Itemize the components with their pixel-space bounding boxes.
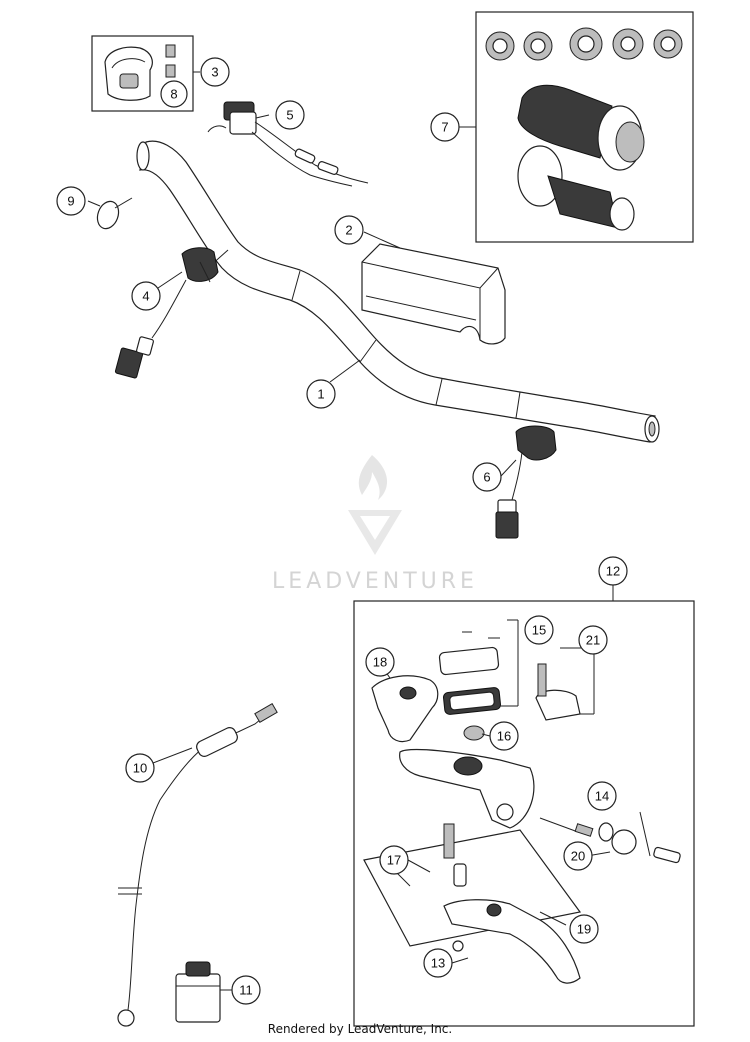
callout-10: 10	[125, 753, 155, 783]
part-13-brake-lever	[443, 899, 581, 984]
callout-8: 8	[160, 80, 188, 108]
part-7-grips-group	[475, 11, 694, 243]
cam-rings	[485, 27, 683, 61]
part-9-cable-tie	[96, 197, 133, 230]
svg-text:19: 19	[577, 922, 591, 937]
svg-text:12: 12	[606, 564, 620, 579]
part-4-left-switch	[114, 247, 219, 379]
svg-text:2: 2	[345, 223, 352, 238]
svg-text:13: 13	[431, 956, 445, 971]
svg-text:20: 20	[571, 849, 585, 864]
svg-text:11: 11	[239, 983, 253, 998]
callout-13: 13	[423, 948, 453, 978]
part-2-bar-pad	[361, 243, 506, 345]
footer-text: Rendered by LeadVenture, Inc.	[267, 1022, 453, 1036]
callout-18: 18	[365, 647, 395, 677]
part-6-right-switch	[495, 425, 557, 539]
clutch-grip	[517, 145, 635, 231]
part-5-throttle-cables	[207, 101, 369, 187]
callout-9: 9	[56, 186, 86, 216]
callout-21: 21	[578, 625, 608, 655]
svg-text:8: 8	[170, 87, 177, 102]
part-14-spring-pushrod	[539, 811, 651, 857]
callout-1: 1	[306, 379, 336, 409]
part-3-throttle-housing-group	[91, 35, 200, 112]
svg-text:14: 14	[595, 789, 609, 804]
callout-12: 12	[598, 556, 628, 586]
part-12-master-cylinder-group	[353, 585, 695, 1027]
svg-text:5: 5	[286, 108, 293, 123]
footer-credit: Rendered by LeadVenture, Inc.	[0, 1022, 750, 1036]
part-16-diaphragm	[463, 725, 485, 741]
svg-text:4: 4	[142, 289, 149, 304]
callout-4: 4	[131, 281, 161, 311]
callout-6: 6	[472, 462, 502, 492]
svg-text:17: 17	[387, 853, 401, 868]
part-15-reservoir-cap	[438, 619, 519, 715]
svg-text:9: 9	[67, 194, 74, 209]
svg-text:6: 6	[483, 470, 490, 485]
callout-20: 20	[563, 841, 593, 871]
callout-5: 5	[275, 100, 305, 130]
part-1-handlebar	[136, 140, 660, 443]
callout-3: 3	[200, 57, 230, 87]
svg-text:15: 15	[532, 623, 546, 638]
callout-11: 11	[231, 975, 261, 1005]
callout-16: 16	[489, 721, 519, 751]
watermark-text: LEADVENTURE	[272, 569, 478, 594]
callout-17: 17	[379, 845, 409, 875]
callout-7: 7	[430, 112, 460, 142]
part-10-clutch-cable	[117, 702, 278, 1027]
part-11-fluid-bottle	[175, 961, 221, 1023]
svg-text:18: 18	[373, 655, 387, 670]
throttle-grip	[517, 84, 645, 171]
part-20-boot-pin	[611, 829, 681, 864]
callout-15: 15	[524, 615, 554, 645]
svg-text:3: 3	[211, 65, 218, 80]
watermark-logo	[348, 455, 402, 555]
callout-19: 19	[569, 914, 599, 944]
svg-text:10: 10	[133, 761, 147, 776]
master-cylinder-body	[399, 748, 535, 829]
part-18-lever-guard	[371, 675, 439, 743]
callout-2: 2	[334, 215, 364, 245]
svg-text:7: 7	[441, 120, 448, 135]
callout-14: 14	[587, 781, 617, 811]
svg-text:1: 1	[317, 387, 324, 402]
svg-text:21: 21	[586, 633, 600, 648]
svg-text:16: 16	[497, 729, 511, 744]
